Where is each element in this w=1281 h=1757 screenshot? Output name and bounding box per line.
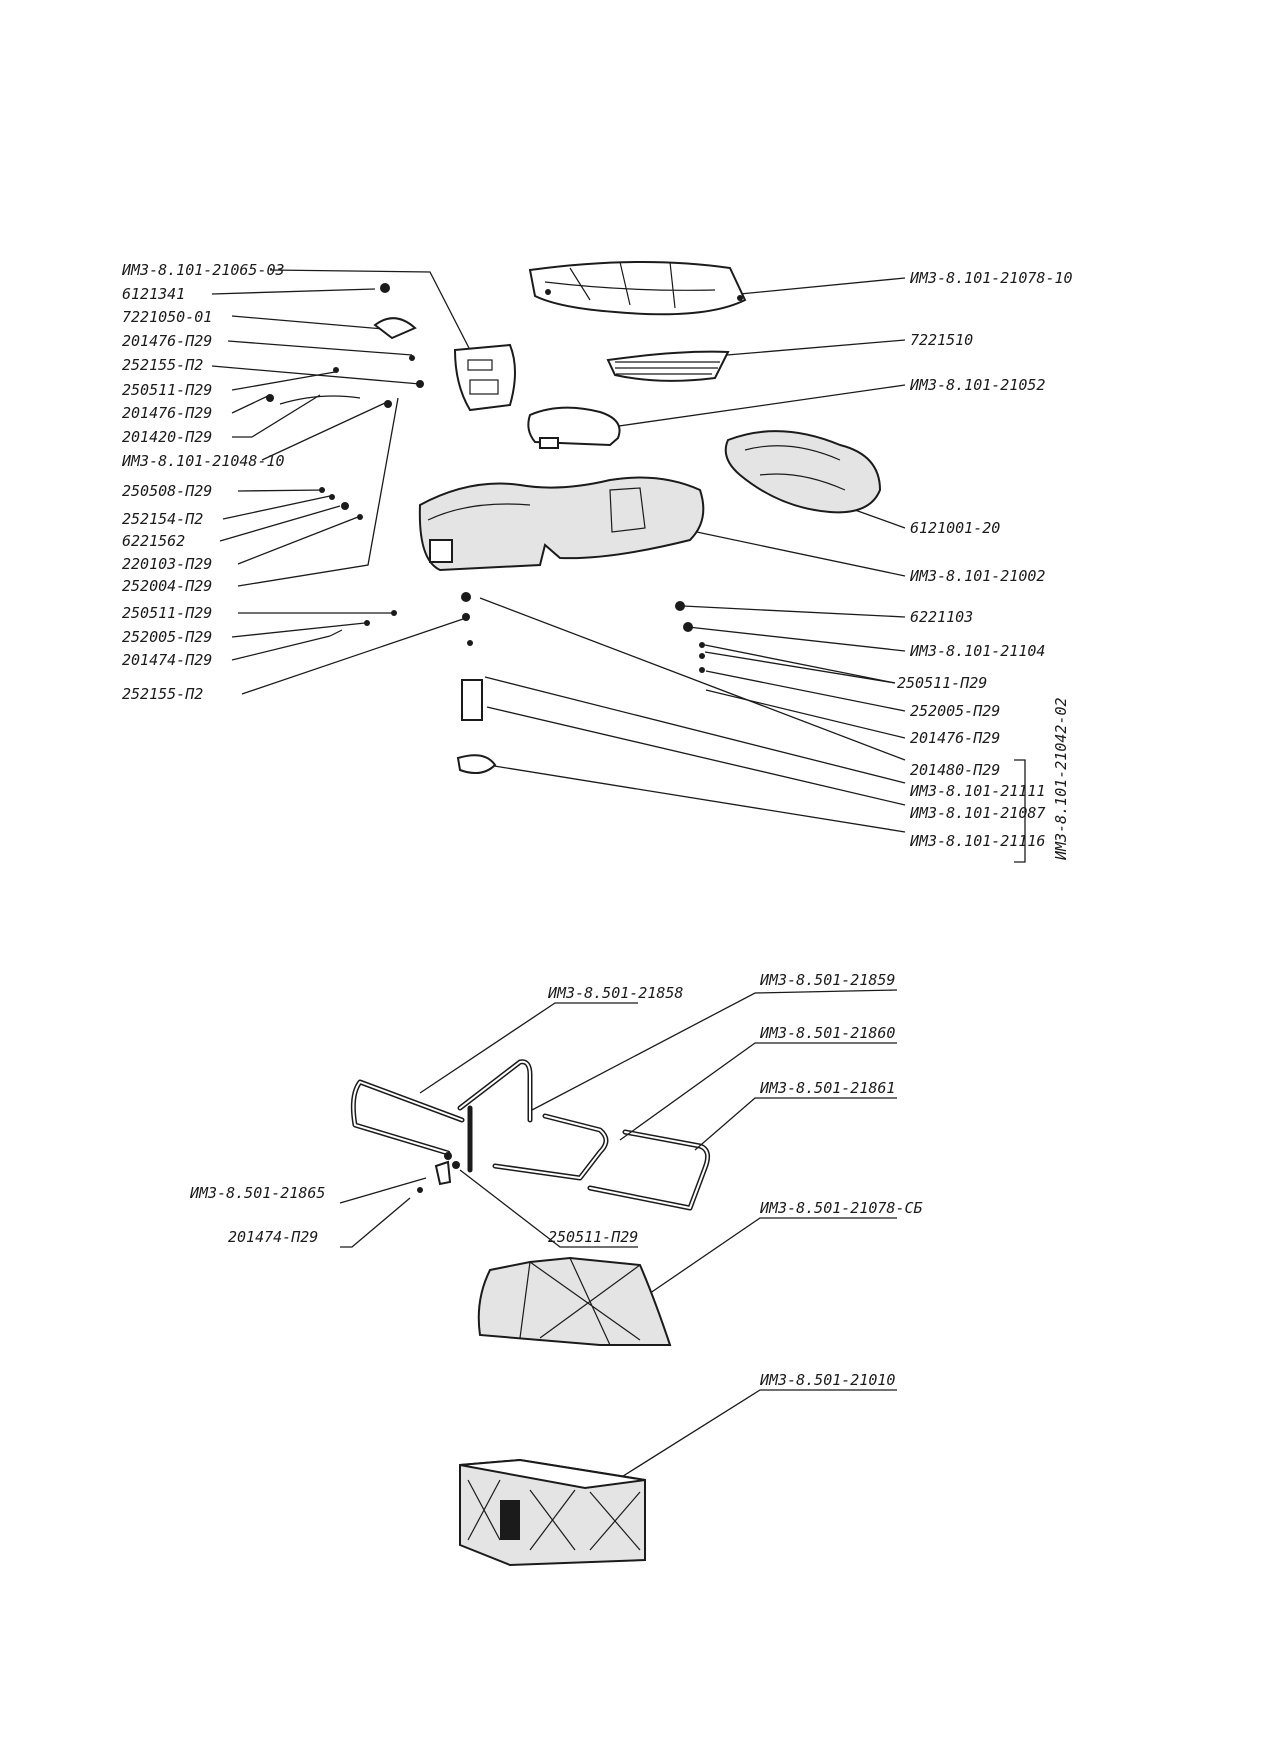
body-box xyxy=(459,1458,646,1567)
lower-label: ИМЗ-8.501-21859 xyxy=(759,971,895,989)
left-label: 201474-П29 xyxy=(122,651,212,669)
right-label: ИМЗ-8.101-21078-10 xyxy=(909,269,1073,287)
right-label: ИМЗ-8.101-21002 xyxy=(909,567,1045,585)
left-label: 220103-П29 xyxy=(122,555,212,573)
left-label: 7221050-01 xyxy=(122,308,212,326)
sidecar-body xyxy=(418,476,705,572)
right-label: 252005-П29 xyxy=(910,702,1000,720)
lower-label: ИМЗ-8.501-21010 xyxy=(759,1371,895,1389)
left-label: 252004-П29 xyxy=(122,577,212,595)
leader-lines xyxy=(211,269,1026,863)
lower-label: ИМЗ-8.501-21865 xyxy=(189,1184,325,1202)
right-label: 201476-П29 xyxy=(910,729,1000,747)
right-label: ИМЗ-8.101-21116 xyxy=(909,832,1045,850)
left-label: 252155-П2 xyxy=(122,356,203,374)
right-label: 201480-П29 xyxy=(910,761,1000,779)
right-label: 7221510 xyxy=(910,331,973,349)
tent-frame-leaders xyxy=(339,989,898,1479)
right-label: ИМЗ-8.101-21111 xyxy=(909,782,1045,800)
tent-frame xyxy=(350,1059,711,1211)
left-label: 6121341 xyxy=(122,285,185,303)
left-label: ИМЗ-8.101-21065-03 xyxy=(121,261,285,279)
backrest-cover xyxy=(527,406,621,449)
lower-label: ИМЗ-8.501-21861 xyxy=(759,1079,895,1097)
lower-label: ИМЗ-8.501-21078-СБ xyxy=(759,1199,923,1217)
left-label: 252155-П2 xyxy=(122,685,203,703)
lower-label: ИМЗ-8.501-21858 xyxy=(547,984,683,1002)
right-label: 6121001-20 xyxy=(910,519,1000,537)
left-label: ИМЗ-8.101-21048-10 xyxy=(121,452,285,470)
tent-cover xyxy=(477,1256,672,1346)
lower-label: 201474-П29 xyxy=(228,1228,318,1246)
left-label: 250508-П29 xyxy=(122,482,212,500)
left-label: 250511-П29 xyxy=(122,381,212,399)
right-label: ИМЗ-8.101-21052 xyxy=(909,376,1045,394)
lower-label: ИМЗ-8.501-21860 xyxy=(759,1024,895,1042)
seat-pad xyxy=(606,350,730,382)
left-label: 252005-П29 xyxy=(122,628,212,646)
left-labels: ИМЗ-8.101-21065-03 6121341 7221050-01 20… xyxy=(121,261,285,703)
left-label: 250511-П29 xyxy=(122,604,212,622)
right-labels: ИМЗ-8.101-21078-10 7221510 ИМЗ-8.101-210… xyxy=(897,269,1073,850)
right-label: ИМЗ-8.101-21104 xyxy=(909,642,1045,660)
fastener-set xyxy=(266,355,705,775)
right-label: 6221103 xyxy=(910,608,973,626)
lower-label: 250511-П29 xyxy=(548,1228,638,1246)
left-label: 201420-П29 xyxy=(122,428,212,446)
right-label: ИМЗ-8.101-21087 xyxy=(909,804,1045,822)
left-label: 6221562 xyxy=(122,532,185,550)
dashboard-panel xyxy=(453,343,516,412)
left-label: 201476-П29 xyxy=(122,404,212,422)
lower-labels: ИМЗ-8.501-21858 ИМЗ-8.501-21859 ИМЗ-8.50… xyxy=(189,971,923,1389)
left-label: 201476-П29 xyxy=(122,332,212,350)
assembly-label: ИМЗ-8.101-21042-02 xyxy=(1052,697,1070,861)
small-bracket xyxy=(373,283,417,340)
left-label: 252154-П2 xyxy=(122,510,203,528)
sidecar-body-inner xyxy=(724,430,882,514)
seat-cushion xyxy=(528,260,747,316)
right-label: 250511-П29 xyxy=(897,674,987,692)
